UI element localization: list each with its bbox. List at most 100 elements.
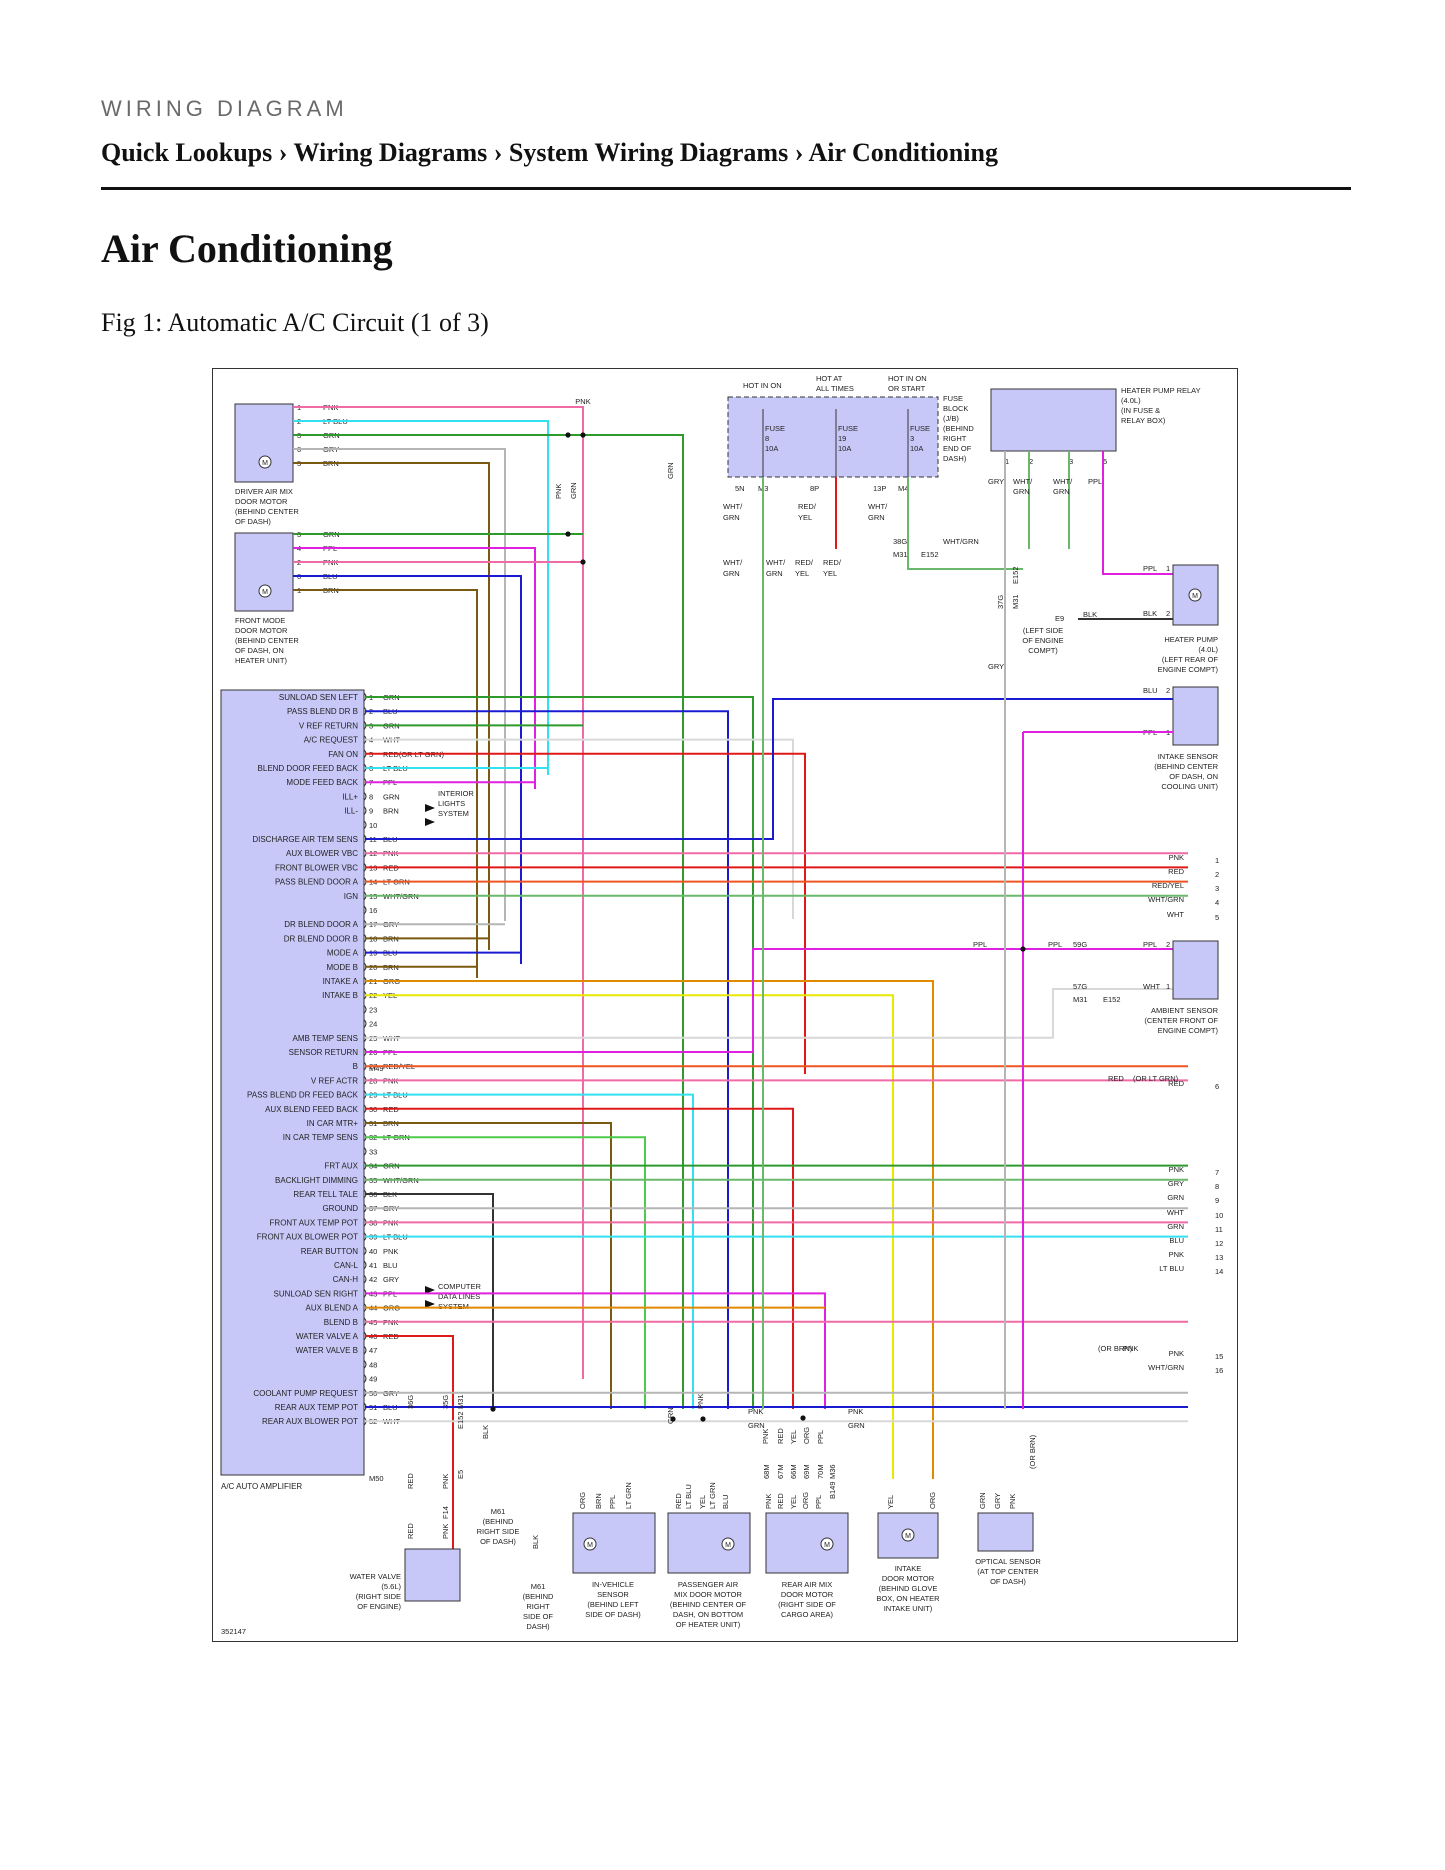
- connector-bracket: [363, 806, 367, 815]
- connector-label: E9: [1055, 614, 1064, 623]
- right-output-wire: RED: [1168, 1079, 1184, 1088]
- header-divider: [101, 187, 1351, 190]
- driver-motor-m-icon: [258, 455, 272, 469]
- right-output-number: 2: [1215, 870, 1219, 879]
- in-vehicle-m-icon: [583, 1537, 597, 1551]
- wire-blu-mode: [293, 575, 522, 964]
- pin-label: 1: [1166, 564, 1170, 573]
- passenger-air-mix-motor: [667, 1512, 751, 1574]
- wire-pin43: [365, 1292, 826, 1409]
- amplifier-pin-number: 47: [369, 1346, 377, 1355]
- right-output-number: 14: [1215, 1267, 1223, 1276]
- connector-bracket: [363, 1360, 367, 1369]
- bottom-wire-label: ORG: [801, 1492, 810, 1509]
- wire-label: (OR BRN): [1028, 1434, 1037, 1469]
- amplifier-pin-function: SUNLOAD SEN LEFT: [279, 693, 358, 702]
- wire-label: WHT/: [1053, 477, 1073, 486]
- fuse-label: 10A: [838, 444, 851, 453]
- connector-bracket: [363, 905, 367, 915]
- heater-pump-label: HEATER PUMP: [1164, 635, 1218, 644]
- passenger-mix-label: DASH, ON BOTTOM: [673, 1610, 743, 1619]
- rear-mix-m-icon: [820, 1537, 834, 1551]
- bottom-wire-label: GRY: [993, 1493, 1002, 1509]
- wire-label: BLK: [531, 1535, 540, 1549]
- amplifier-pin-function: BACKLIGHT DIMMING: [275, 1176, 358, 1185]
- intake-door-m-icon-label: M: [905, 1533, 911, 1540]
- m61-label: RIGHT: [526, 1602, 550, 1611]
- fuse-label: 3: [910, 434, 914, 443]
- wire-label: BLK: [1083, 610, 1097, 619]
- right-output-number: 10: [1215, 1211, 1223, 1220]
- bottom-wire-label: PPL: [814, 1495, 823, 1509]
- hot-label: HOT AT: [816, 374, 843, 383]
- bottom-wire-label: GRN: [978, 1492, 987, 1509]
- wire-label: GRN: [666, 1407, 675, 1424]
- m61-label: RIGHT SIDE: [477, 1527, 520, 1536]
- fuse-block: [727, 396, 939, 478]
- right-output-number: 7: [1215, 1168, 1219, 1177]
- pin-label: 2: [1166, 940, 1170, 949]
- wire-label: YEL: [823, 569, 837, 578]
- intake-door-m-icon: [901, 1528, 915, 1542]
- connector-bracket: [363, 1374, 367, 1383]
- right-output-wire: GRN: [1167, 1193, 1184, 1202]
- right-output-wire: PNK: [1169, 1165, 1184, 1174]
- right-output-wire: GRY: [1168, 1179, 1184, 1188]
- right-output-wire: RED: [1168, 867, 1184, 876]
- breadcrumb-air-conditioning[interactable]: Air Conditioning: [808, 138, 998, 167]
- wire-label: YEL: [795, 569, 809, 578]
- wire-label: PNK: [554, 484, 563, 499]
- front-mode-label: FRONT MODE: [235, 616, 285, 625]
- ambient-sensor: [1172, 940, 1219, 1000]
- passenger-mix-label: OF HEATER UNIT): [676, 1620, 741, 1629]
- right-output-wire: PNK: [1169, 853, 1184, 862]
- wire-label: GRN: [748, 1421, 765, 1430]
- m61-label: (BEHIND: [483, 1517, 514, 1526]
- splice-dot: [490, 1406, 496, 1412]
- computer-data-label: DATA LINES: [438, 1292, 480, 1301]
- amplifier-pin-function: IGN: [344, 892, 358, 901]
- figure-caption: Fig 1: Automatic A/C Circuit (1 of 3): [101, 308, 489, 337]
- amplifier-pin-function: DR BLEND DOOR A: [284, 920, 358, 929]
- m61-label: (BEHIND: [523, 1592, 554, 1601]
- connector-label: E5: [456, 1470, 465, 1479]
- in-vehicle-label: (BEHIND LEFT: [587, 1600, 639, 1609]
- wire-label: BLU: [1143, 686, 1158, 695]
- bottom-wire-label: LT GRN: [708, 1482, 717, 1509]
- wire-label: GRN: [848, 1421, 865, 1430]
- wire-label: GRN: [766, 569, 783, 578]
- amplifier-pin-function: MODE A: [327, 949, 359, 958]
- water-valve-label: OF ENGINE): [357, 1602, 401, 1611]
- right-output-wire: RED/YEL: [1152, 881, 1184, 890]
- breadcrumb-wiring-diagrams[interactable]: Wiring Diagrams: [293, 138, 488, 167]
- connector-label: E152: [1011, 566, 1020, 584]
- amplifier-pin-function: MODE FEED BACK: [286, 778, 358, 787]
- wire-label: WHT/: [1013, 477, 1033, 486]
- wire-label: YEL: [789, 1430, 798, 1444]
- connector-label: 37G: [996, 595, 1005, 609]
- right-output-number: 5: [1215, 913, 1219, 922]
- right-output-number: 3: [1215, 884, 1219, 893]
- breadcrumb: Quick Lookups › Wiring Diagrams › System…: [101, 138, 998, 168]
- breadcrumb-quick-lookups[interactable]: Quick Lookups: [101, 138, 273, 167]
- connector-label: M31: [1073, 995, 1088, 1004]
- amplifier-pin-number: 33: [369, 1147, 377, 1156]
- amplifier-pin-function: GROUND: [322, 1204, 358, 1213]
- in-vehicle-m-icon-label: M: [587, 1542, 593, 1549]
- bottom-wire-label: YEL: [789, 1495, 798, 1509]
- amplifier-pin-number: 48: [369, 1360, 377, 1369]
- in-vehicle-label: IN-VEHICLE: [592, 1580, 634, 1589]
- heater-pump-m-icon-label: M: [1192, 593, 1198, 600]
- amplifier-pin-function: AMB TEMP SENS: [293, 1034, 359, 1043]
- relay-pin: 5: [1103, 457, 1107, 466]
- amplifier-pin-function: DISCHARGE AIR TEM SENS: [252, 835, 358, 844]
- bottom-wire-label: PNK: [1008, 1494, 1017, 1509]
- connector-label: F14: [441, 1506, 450, 1519]
- amplifier-pin-wire: GRY: [383, 1275, 399, 1284]
- breadcrumb-system-wiring-diagrams[interactable]: System Wiring Diagrams: [508, 138, 789, 167]
- intake-door-label: DOOR MOTOR: [882, 1574, 935, 1583]
- amplifier-pin-function: AUX BLEND FEED BACK: [265, 1105, 359, 1114]
- fuse-block-label: DASH): [943, 454, 967, 463]
- wire-pin1: [365, 696, 754, 1409]
- breadcrumb-separator: ›: [278, 138, 288, 167]
